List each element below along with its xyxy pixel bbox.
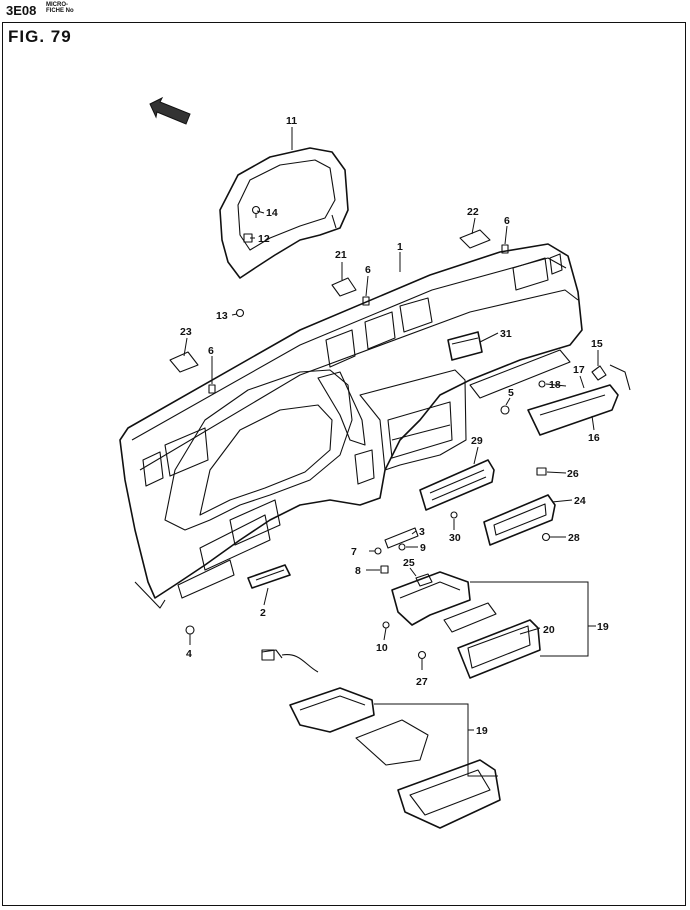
module-31 [447,331,483,361]
bezel-24 [483,494,556,546]
callout-24: 24 [574,495,586,507]
screw-13 [235,308,245,318]
callout-12: 12 [258,233,270,245]
callout-6-c: 6 [208,345,214,357]
tray-lower [397,759,501,829]
cover-22 [459,229,491,249]
callout-labels: 11 1 14 12 13 21 6 22 6 23 6 31 5 15 17 … [180,115,609,737]
callout-7: 7 [351,546,357,558]
cover-23 [169,351,199,373]
callout-29: 29 [471,435,483,447]
callout-22: 22 [467,206,479,218]
screw-30 [450,511,458,519]
callout-8: 8 [355,565,361,577]
callout-11: 11 [286,115,297,127]
screw-10 [382,621,390,629]
bolt-4 [185,625,195,635]
callout-6-b: 6 [504,215,510,227]
clip-26 [536,467,547,476]
clip-8 [380,565,389,574]
callout-28: 28 [568,532,580,544]
bolt-5 [500,405,510,415]
figure-title: FIG. 79 [8,27,72,46]
console-bracket-lower [289,687,375,733]
callout-4: 4 [186,648,192,660]
grille-2 [247,564,291,589]
callout-2: 2 [260,607,266,619]
dashboard-panel [119,243,583,609]
switch-panel-29 [419,459,495,511]
screw-7 [374,547,382,555]
callout-20: 20 [543,624,555,636]
leader-lines [183,127,599,777]
callout-13: 13 [216,310,228,322]
callout-1: 1 [397,241,403,253]
callout-19-a: 19 [597,621,609,633]
callout-14: 14 [266,207,278,219]
callout-31: 31 [500,328,512,340]
header-code: 3E08 [6,3,37,18]
clip-6-a [362,296,370,306]
header-microfiche: MICRO- FICHE No [46,2,74,14]
cover-21 [331,277,357,297]
callout-30: 30 [449,532,461,544]
harness-connector [261,649,319,673]
callout-9: 9 [420,542,426,554]
header-micro-line1: MICRO- [46,2,68,8]
callout-15: 15 [591,338,603,350]
tray-plate-upper [443,602,497,633]
callout-17: 17 [573,364,585,376]
figure-frame [2,22,686,906]
callout-23: 23 [180,326,192,338]
callout-16: 16 [588,432,600,444]
clip-6-b [501,244,509,254]
callout-27: 27 [416,676,428,688]
tray-plate-lower [355,719,429,766]
callout-3: 3 [419,526,425,538]
header-micro-line2: FICHE No [46,8,74,14]
callout-5: 5 [508,387,514,399]
screw-27 [417,650,427,660]
callout-21: 21 [335,249,347,261]
callout-10: 10 [376,642,388,654]
console-bracket-25 [391,571,471,626]
callout-25: 25 [403,557,415,569]
callout-26: 26 [567,468,579,480]
glove-lid-16 [527,364,631,436]
screw-28 [541,532,551,542]
screw-9 [398,543,406,551]
callout-19-b: 19 [476,725,488,737]
front-arrow-icon [149,96,191,125]
screw-14 [251,205,261,218]
callout-6-a: 6 [365,264,371,276]
callout-18: 18 [549,379,561,391]
meter-hood [219,147,349,279]
screw-18 [538,380,546,388]
bracket-3 [384,527,419,549]
clip-6-c [208,384,216,394]
tray-20 [457,619,541,679]
